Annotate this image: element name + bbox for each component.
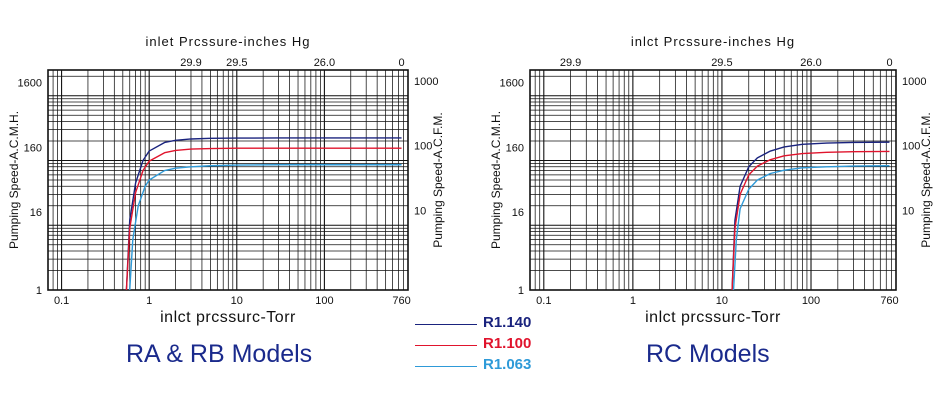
series-line-r1-100 [125, 147, 402, 291]
x-tick-label-100: 100 [315, 295, 333, 307]
legend-item-r1063: R1.063 [415, 355, 545, 376]
x-axis-title: inlct prcssurc-Torr [645, 309, 781, 326]
chart-ra-rb-models: 0.1 1 10 100 760 29.9 29.5 26.0 0 1 16 160 1600 10 100… [7, 34, 445, 326]
x-tick-label-100: 100 [802, 295, 820, 307]
x-tick-label-1: 1 [146, 295, 152, 307]
series-line-r1-063 [129, 164, 402, 291]
x-tick-label-10: 10 [716, 295, 728, 307]
legend-label-r1063: R1.063 [483, 356, 532, 373]
x-axis-title: inlct prcssurc-Torr [160, 309, 296, 326]
series-line-r1-140 [731, 141, 890, 291]
plot-frame [529, 69, 897, 291]
y-right-tick-label-1000: 1000 [902, 76, 926, 88]
y-axis-title-left: Pumping Speed-A.C.M.H. [7, 111, 21, 249]
y-axis-title-right: Pumping Speed-A.C.F.M. [431, 112, 445, 247]
chart-rc-models: 0.1 1 10 100 760 29.9 29.5 26.0 0 1 16 160 1600 10 100… [489, 34, 933, 326]
top-tick-label-26-0: 26.0 [800, 57, 821, 69]
series-line-r1-063 [732, 165, 890, 291]
top-tick-label-26-0: 26.0 [314, 57, 335, 69]
top-axis-title: inlet Prcssure-inches Hg [146, 34, 311, 49]
legend-swatch-r1140 [415, 324, 477, 325]
legend-label-r1100: R1.100 [483, 335, 532, 352]
top-tick-label-0: 0 [886, 57, 892, 69]
caption-rc-models: RC Models [646, 340, 770, 368]
legend-item-r1100: R1.100 [415, 334, 545, 355]
y-left-tick-label-16: 16 [30, 207, 42, 219]
y-right-tick-label-1000: 1000 [414, 76, 438, 88]
y-left-tick-label-1600: 1600 [500, 78, 524, 90]
caption-ra-rb-models: RA & RB Models [126, 340, 313, 368]
legend-item-r1140: R1.140 [415, 313, 545, 334]
y-axis-title-left: Pumping Speed-A.C.M.H. [489, 111, 503, 249]
y-left-tick-label-1: 1 [36, 285, 42, 297]
top-tick-label-29-5: 29.5 [711, 57, 732, 69]
x-tick-label-760: 760 [392, 295, 410, 307]
top-tick-label-29-5: 29.5 [226, 57, 247, 69]
y-right-tick-label-100: 100 [414, 141, 432, 153]
y-left-tick-label-16: 16 [512, 207, 524, 219]
series-line-r1-140 [125, 137, 402, 291]
y-left-tick-label-1600: 1600 [18, 78, 42, 90]
y-axis-title-right: Pumping Speed-A.C.F.M. [919, 112, 933, 247]
y-left-tick-label-160: 160 [24, 142, 42, 154]
y-right-tick-label-100: 100 [902, 141, 920, 153]
y-right-tick-label-10: 10 [414, 205, 426, 217]
x-tick-label-760: 760 [880, 295, 898, 307]
x-tick-label-0-1: 0.1 [536, 295, 551, 307]
legend-swatch-r1100 [415, 345, 477, 346]
y-right-tick-label-10: 10 [902, 205, 914, 217]
legend-label-r1140: R1.140 [483, 314, 532, 331]
top-tick-label-29-9: 29.9 [560, 57, 581, 69]
x-tick-label-10: 10 [231, 295, 243, 307]
plot-frame [47, 69, 409, 291]
top-tick-label-0: 0 [399, 57, 405, 69]
y-left-tick-label-1: 1 [518, 285, 524, 297]
x-tick-label-1: 1 [630, 295, 636, 307]
x-tick-label-0-1: 0.1 [54, 295, 69, 307]
legend: R1.140 R1.100 R1.063 [415, 313, 545, 376]
top-axis-title: inlct Prcssure-inches Hg [631, 34, 795, 49]
series-line-r1-100 [731, 150, 890, 291]
legend-swatch-r1063 [415, 366, 477, 367]
top-tick-label-29-9: 29.9 [180, 57, 201, 69]
y-left-tick-label-160: 160 [506, 142, 524, 154]
